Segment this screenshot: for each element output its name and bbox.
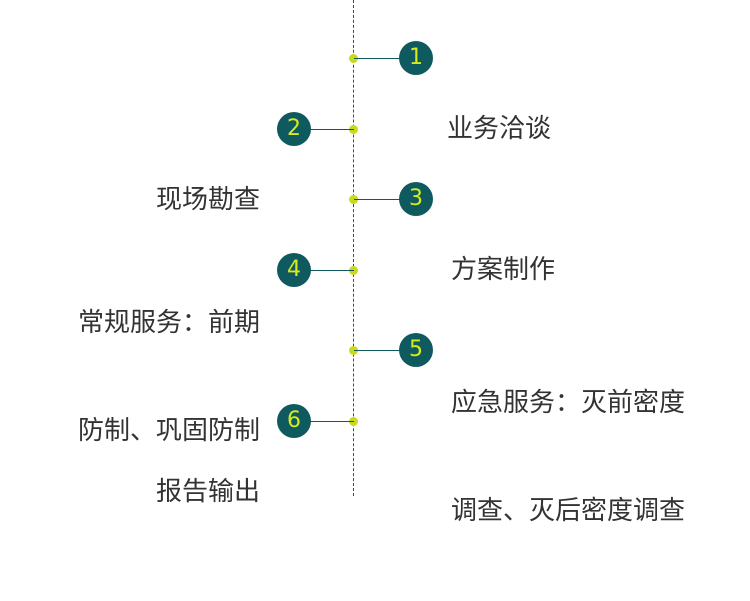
step-label: 现场勘查 bbox=[156, 110, 260, 290]
step-label-line: 方案制作 bbox=[451, 255, 556, 285]
step-label: 应急服务：灭前密度 调查、灭后密度调查 bbox=[451, 313, 685, 601]
step-label-line: 应急服务：灭前密度 bbox=[451, 388, 686, 418]
step-number-badge: 5 bbox=[399, 333, 433, 367]
step-number-badge: 3 bbox=[399, 182, 433, 216]
timeline-dot bbox=[349, 54, 358, 63]
step-label: 方案制作 bbox=[451, 180, 555, 360]
step-label-line: 防制、巩固防制 bbox=[77, 416, 260, 446]
connector-line bbox=[310, 270, 354, 271]
step-label-line: 常规服务：前期 bbox=[77, 308, 260, 338]
step-label-line: 现场勘查 bbox=[155, 185, 260, 215]
timeline-axis bbox=[353, 0, 354, 496]
step-number-badge: 4 bbox=[277, 253, 311, 287]
step-label: 业务洽谈 bbox=[447, 39, 551, 219]
connector-line bbox=[354, 350, 400, 351]
step-number-badge: 1 bbox=[399, 41, 433, 75]
connector-line bbox=[310, 421, 354, 422]
step-number-badge: 2 bbox=[277, 112, 311, 146]
connector-line bbox=[354, 58, 400, 59]
timeline-dot bbox=[349, 346, 358, 355]
connector-line bbox=[310, 129, 354, 130]
connector-line bbox=[354, 199, 400, 200]
step-label: 报告输出 bbox=[156, 402, 260, 582]
step-label-line: 业务洽谈 bbox=[447, 114, 552, 144]
timeline-dot bbox=[349, 195, 358, 204]
step-number-badge: 6 bbox=[277, 404, 311, 438]
step-label-line: 报告输出 bbox=[155, 477, 260, 507]
process-timeline: 1 业务洽谈 2 现场勘查 3 方案制作 4 常规服务：前期 防制、巩固防制 bbox=[78, 0, 685, 526]
step-label: 常规服务：前期 防制、巩固防制 bbox=[78, 233, 260, 521]
step-label-line: 调查、灭后密度调查 bbox=[451, 496, 686, 526]
